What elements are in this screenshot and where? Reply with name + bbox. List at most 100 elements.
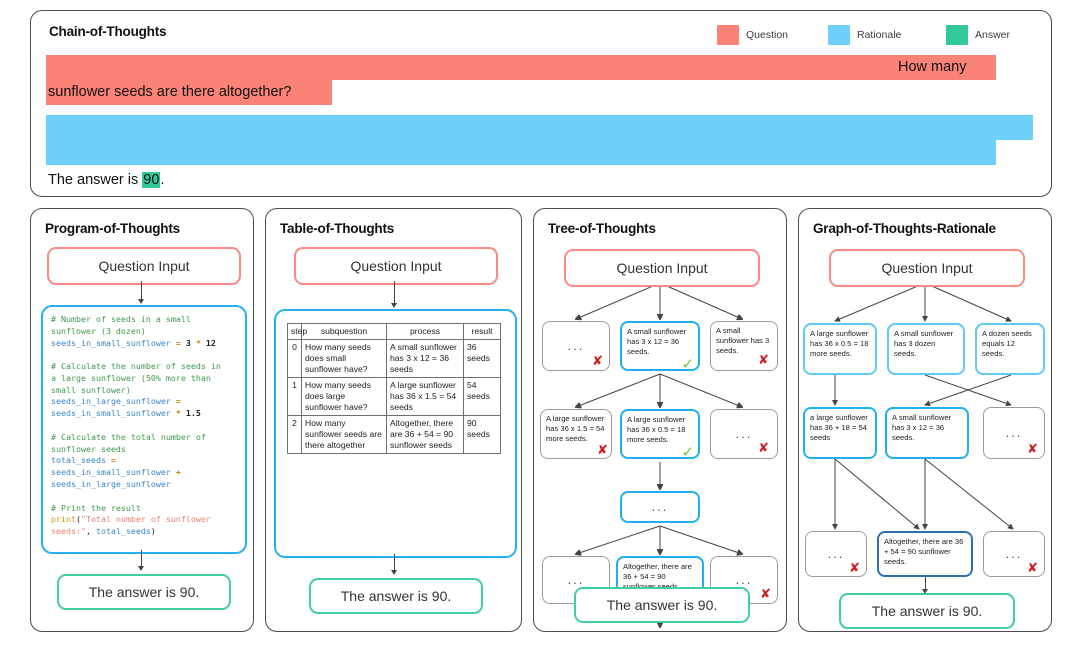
pot-answer-box[interactable]: The answer is 90. [57,574,231,610]
tree-node-7[interactable]: ... [620,491,700,523]
tot-cell: How many sunflower seeds are there altog… [301,415,387,454]
tree-node-5-label: A large sunflower has 36 x 0.5 = 18 more… [627,415,686,445]
tot-cell: 36 seeds [463,339,501,378]
tree-node-4-x-icon: ✘ [597,442,608,457]
answer-prefix: The answer is [48,172,143,188]
pot-connector-1 [141,281,143,301]
question-text-line-2: sunflower seeds are there altogether? [48,84,292,100]
tree-question-input-box[interactable]: Question Input [564,249,760,287]
tot-cell: 2 [287,415,302,454]
question-highlight-bar-2 [46,80,332,105]
tot-cell: 1 [287,377,302,416]
tot-cell: 0 [287,339,302,378]
tree-node-10-label: ... [735,572,753,588]
graph-node-3[interactable]: A dozen seeds equals 12 seeds. [975,323,1045,375]
graph-answer-box[interactable]: The answer is 90. [839,593,1015,629]
tot-answer-box[interactable]: The answer is 90. [309,578,483,614]
tree-answer-box[interactable]: The answer is 90. [574,587,750,623]
tot-cell: A large sunflower has 36 x 1.5 = 54 seed… [386,377,464,416]
graph-node-1-label: A large sunflower has 36 x 0.5 = 18 more… [810,329,869,359]
legend-swatch-answer [946,25,968,45]
chain-of-thoughts-panel: Chain-of-Thoughts Question Rationale Ans… [30,10,1052,197]
page-title: Chain-of-Thoughts [49,24,167,39]
legend-label-question: Question [746,29,789,41]
tot-question-input-box[interactable]: Question Input [294,247,498,285]
pot-connector-2 [141,550,143,568]
tot-cell: A small sunflower has 3 x 12 = 36 seeds [386,339,464,378]
graph-node-7[interactable]: ... ✘ [805,531,867,577]
tot-cell: How many seeds does small sunflower have… [301,339,387,378]
tree-node-8-label: ... [567,572,585,588]
legend-label-answer: Answer [975,29,1011,41]
tree-node-9-label: Altogether, there are 36 + 54 = 90 sunfl… [623,562,692,591]
tot-col-header: step [287,323,307,340]
tot-connector-1 [394,281,396,305]
tree-node-6-label: ... [735,426,753,442]
graph-node-8[interactable]: Altogether, there are 36 + 54 = 90 sunfl… [877,531,973,577]
legend-item-answer: Answer [946,25,1010,45]
tree-node-2-check-icon: ✓ [681,356,694,373]
graph-node-9-x-icon: ✘ [1027,560,1038,575]
tree-node-1[interactable]: ... ✘ [542,321,610,371]
tot-connector-2 [394,554,396,572]
graph-node-2-label: A small sunflower has 3 dozen seeds. [894,329,954,359]
program-of-thoughts-panel: Program-of-Thoughts Question Input # Num… [30,208,254,632]
tree-node-6[interactable]: ... ✘ [710,409,778,459]
graph-node-5-label: A small sunflower has 3 x 12 = 36 seeds. [892,413,952,443]
question-text-line-1: How many [898,59,967,75]
tree-node-4-label: A large sunflower has 36 x 1.5 = 54 more… [546,414,605,444]
graph-node-6-x-icon: ✘ [1027,441,1038,456]
tree-node-10-x-icon: ✘ [760,586,771,601]
legend-item-question: Question [717,25,788,45]
tot-arrow-2 [391,570,397,575]
tot-col-header: process [386,323,464,340]
tree-node-2[interactable]: A small sunflower has 3 x 12 = 36 seeds.… [620,321,700,373]
tree-node-5[interactable]: A large sunflower has 36 x 0.5 = 18 more… [620,409,700,461]
legend-swatch-question [717,25,739,45]
legend-item-rationale: Rationale [828,25,901,45]
tree-of-thoughts-title: Tree-of-Thoughts [548,221,656,236]
answer-value: 90 [142,172,161,188]
graph-node-4[interactable]: a large sunflower has 36 + 18 = 54 seeds [803,407,877,459]
tot-cell: 54 seeds [463,377,501,416]
tot-col-header: subquestion [301,323,387,340]
tree-node-3-label: A small sunflower has 3 seeds. [716,326,770,356]
graph-node-6-label: ... [1005,425,1023,441]
table-of-thoughts-title: Table-of-Thoughts [280,221,395,236]
graph-node-9-label: ... [1005,546,1023,562]
pot-question-input-box[interactable]: Question Input [47,247,241,285]
tree-node-1-x-icon: ✘ [592,353,603,368]
graph-of-thoughts-rationale-panel: Graph-of-Thoughts-Rationale Question Inp… [798,208,1052,632]
program-of-thoughts-title: Program-of-Thoughts [45,221,180,236]
tot-arrow-1 [391,303,397,308]
graph-node-8-label: Altogether, there are 36 + 54 = 90 sunfl… [884,537,964,567]
question-highlight-bar-1 [46,55,996,80]
graph-of-thoughts-title: Graph-of-Thoughts-Rationale [813,221,996,236]
graph-node-9[interactable]: ... ✘ [983,531,1045,577]
tree-node-5-check-icon: ✓ [681,444,694,461]
graph-node-5[interactable]: A small sunflower has 3 x 12 = 36 seeds. [885,407,969,459]
legend-label-rationale: Rationale [857,29,902,41]
tree-node-3-x-icon: ✘ [758,352,769,367]
tree-node-4[interactable]: A large sunflower has 36 x 1.5 = 54 more… [540,409,612,459]
graph-connector-final [925,577,927,591]
graph-node-2[interactable]: A small sunflower has 3 dozen seeds. [887,323,965,375]
tree-node-3[interactable]: A small sunflower has 3 seeds. ✘ [710,321,778,371]
graph-arrow-final [922,589,928,594]
graph-node-7-label: ... [827,546,845,562]
answer-suffix: . [160,172,165,188]
tree-node-6-x-icon: ✘ [758,440,769,455]
pot-code-block: # Number of seeds in a small sunflower (… [41,305,247,554]
tot-cell: 90 seeds [463,415,501,454]
tot-cell: How many seeds does large sunflower have… [301,377,387,416]
graph-node-3-label: A dozen seeds equals 12 seeds. [982,329,1032,359]
graph-question-input-box[interactable]: Question Input [829,249,1025,287]
graph-node-6[interactable]: ... ✘ [983,407,1045,459]
graph-node-1[interactable]: A large sunflower has 36 x 0.5 = 18 more… [803,323,877,375]
pot-code-text: # Number of seeds in a small sunflower (… [51,314,221,537]
